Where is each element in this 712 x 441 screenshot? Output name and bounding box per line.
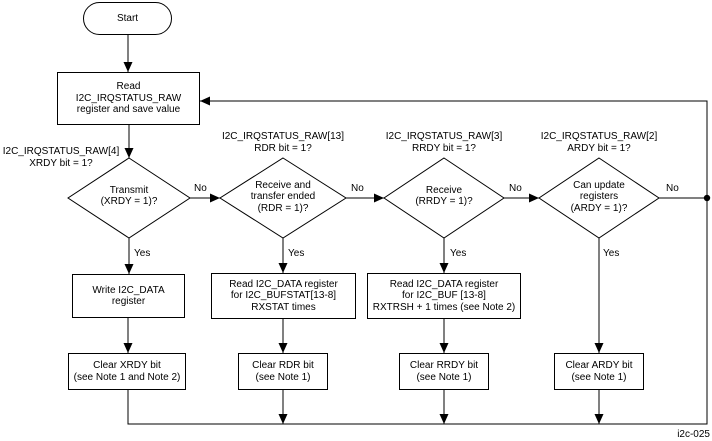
write-data-box: Write I2C_DATA register xyxy=(72,274,185,318)
diamond-rdr-label: Receive and transfer ended (RDR = 1)? xyxy=(250,179,316,214)
edge-label-yes-4: Yes xyxy=(603,248,620,259)
read-data-buf-label: Read I2C_DATA register for I2C_BUF [13-8… xyxy=(372,278,516,313)
diamond-transmit-text: Transmit (XRDY = 1)? xyxy=(69,184,189,208)
edge-label-no-1: No xyxy=(194,183,207,194)
diamond-receive xyxy=(383,157,505,239)
edge-label-yes-1: Yes xyxy=(134,248,151,259)
clear-rdr-label: Clear RDR bit (see Note 1) xyxy=(252,360,314,383)
start-terminator: Start xyxy=(83,2,172,35)
clear-rdr-box: Clear RDR bit (see Note 1) xyxy=(238,353,328,390)
edge-label-no-4: No xyxy=(666,183,679,194)
write-data-label: Write I2C_DATA register xyxy=(92,284,165,308)
diamond-can-update-registers xyxy=(538,157,660,239)
clear-xrdy-box: Clear XRDY bit (see Note 1 and Note 2) xyxy=(68,353,186,390)
edge-label-no-2: No xyxy=(351,183,364,194)
diamond-rrdy-text: Receive (RRDY = 1)? xyxy=(384,184,504,208)
read-irqstatus-box: Read I2C_IRQSTATUS_RAW register and save… xyxy=(57,72,200,125)
read-data-buf-box: Read I2C_DATA register for I2C_BUF [13-8… xyxy=(367,273,521,319)
diamond-receive-transfer-ended xyxy=(219,157,347,239)
read-irqstatus-label: Read I2C_IRQSTATUS_RAW register and save… xyxy=(75,81,182,116)
diamond-transmit xyxy=(67,157,191,239)
clear-rrdy-box: Clear RRDY bit (see Note 1) xyxy=(399,353,489,390)
edge-label-yes-2: Yes xyxy=(288,248,305,259)
edge-loop-back-to-read xyxy=(127,96,708,425)
diamond-ardy-text: Can update registers (ARDY = 1)? xyxy=(539,179,659,215)
edge-label-no-3: No xyxy=(509,183,522,194)
junction-dot xyxy=(703,194,711,202)
clear-ardy-box: Clear ARDY bit (see Note 1) xyxy=(554,353,644,390)
diamond-transmit-label: Transmit (XRDY = 1)? xyxy=(100,184,158,208)
condition-label-rrdy: I2C_IRQSTATUS_RAW[3] RRDY bit = 1? xyxy=(385,131,503,154)
condition-label-xrdy: I2C_IRQSTATUS_RAW[4] XRDY bit = 1? xyxy=(2,146,120,169)
start-label: Start xyxy=(116,12,139,24)
clear-rrdy-label: Clear RRDY bit (see Note 1) xyxy=(409,360,479,383)
edge-label-yes-3: Yes xyxy=(450,248,467,259)
read-data-bufstat-box: Read I2C_DATA register for I2C_BUFSTAT[1… xyxy=(211,273,356,319)
clear-xrdy-label: Clear XRDY bit (see Note 1 and Note 2) xyxy=(73,360,181,383)
diamond-ardy-label: Can update registers (ARDY = 1)? xyxy=(570,179,628,214)
figure-id: i2c-025 xyxy=(677,429,710,440)
read-data-bufstat-label: Read I2C_DATA register for I2C_BUFSTAT[1… xyxy=(229,278,338,313)
condition-label-ardy: I2C_IRQSTATUS_RAW[2] ARDY bit = 1? xyxy=(540,131,658,154)
diamond-rdr-text: Receive and transfer ended (RDR = 1)? xyxy=(223,179,343,215)
condition-label-rdr: I2C_IRQSTATUS_RAW[13] RDR bit = 1? xyxy=(221,131,345,154)
clear-ardy-label: Clear ARDY bit (see Note 1) xyxy=(565,360,633,383)
diamond-rrdy-label: Receive (RRDY = 1)? xyxy=(415,184,473,208)
